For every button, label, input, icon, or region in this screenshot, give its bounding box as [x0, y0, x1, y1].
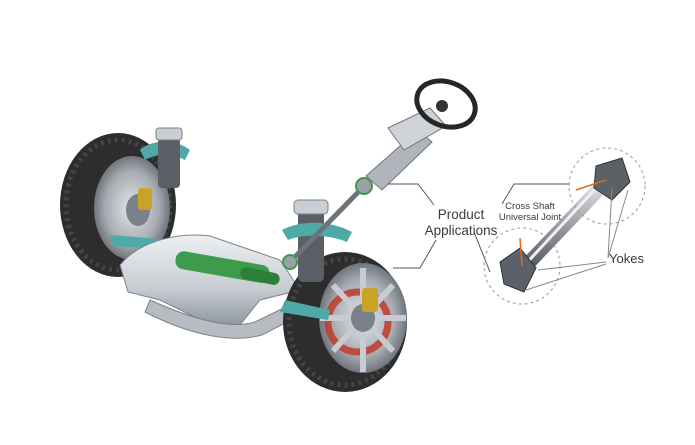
cross-label-line1: Cross Shaft — [505, 201, 555, 212]
detail-bracket-bottom — [473, 231, 491, 273]
steering-shaft — [282, 78, 478, 270]
right-brake-disc — [324, 288, 392, 356]
detail-shaft-highlight — [520, 184, 600, 270]
product-label-line1: Product — [437, 207, 485, 222]
lower-joint-dashed-circle — [483, 227, 561, 305]
detail-shaft-body — [513, 181, 607, 279]
left-wheel — [60, 133, 176, 277]
right-caliper — [362, 288, 378, 312]
product-callout — [388, 183, 437, 269]
steering-wheel-hub — [436, 100, 448, 112]
cross-shaft-label: Cross Shaft Universal Joint — [482, 201, 578, 223]
lower-yoke — [499, 247, 537, 293]
steering-wheel — [414, 78, 478, 130]
yokes-pointer-4 — [525, 263, 607, 291]
left-strut-top — [155, 127, 183, 141]
yokes-label: Yokes — [609, 251, 644, 266]
subframe — [119, 234, 311, 339]
product-label-line2: Applications — [424, 223, 498, 238]
steering-rack-boot — [240, 267, 280, 285]
universal-joint-detail — [473, 147, 646, 305]
right-strut-top — [293, 199, 329, 215]
callout-line-lower — [393, 239, 437, 269]
intermediate-shaft — [288, 178, 372, 264]
left-caliper — [138, 188, 152, 210]
cross-shaft-pointer-upper — [575, 179, 607, 191]
upper-joint-dashed-circle — [568, 147, 646, 225]
detail-bracket-top — [501, 183, 570, 205]
right-strut-body — [298, 210, 324, 282]
yokes-pointer-1 — [607, 187, 613, 259]
left-strut-body — [158, 138, 180, 188]
yokes-pointer-3 — [537, 261, 607, 271]
cross-shaft-pointer-lower — [519, 237, 523, 267]
product-applications-label: Product Applications — [420, 207, 502, 239]
callout-line-upper — [388, 183, 435, 206]
yokes-pointer-2 — [607, 189, 629, 259]
left-strut — [110, 127, 190, 250]
lower-u-joint — [282, 254, 298, 270]
right-lower-arm — [280, 300, 330, 320]
upper-u-joint — [355, 177, 373, 195]
right-wheel — [283, 252, 407, 392]
left-tire-tread — [63, 137, 173, 273]
cross-label-line2: Universal Joint — [498, 212, 562, 223]
